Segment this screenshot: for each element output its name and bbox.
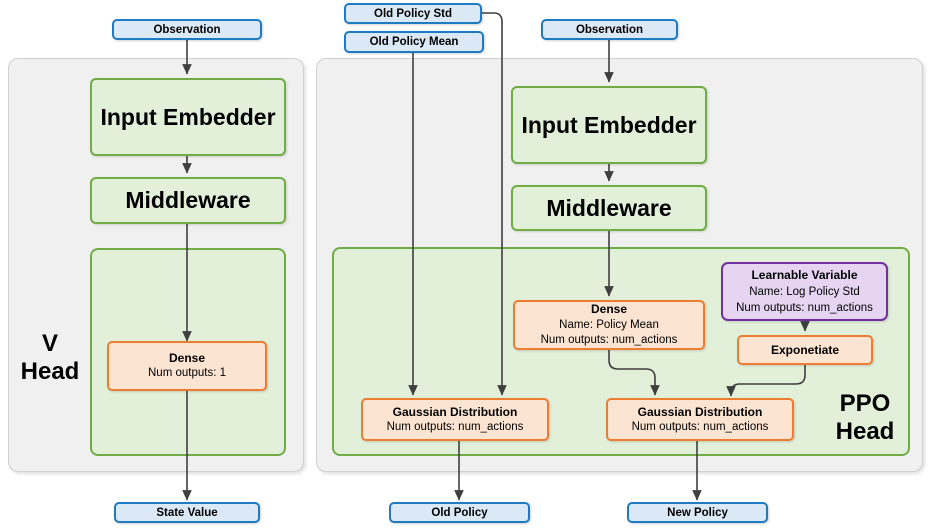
gaussian-new-num-outputs: Num outputs: num_actions xyxy=(631,420,769,433)
gaussian-new-title: Gaussian Distribution xyxy=(637,404,763,419)
wire-dense-policy-mean-to-gaussian-new xyxy=(608,350,660,396)
input-observation-left[interactable]: Observation xyxy=(112,19,262,40)
ppo-head-learnable-variable[interactable]: Learnable Variable Name: Log Policy Std … xyxy=(721,262,888,321)
v-head-label-line2: Head xyxy=(20,357,80,385)
v-head-middleware-label: Middleware xyxy=(125,187,251,213)
v-head-label: V Head xyxy=(14,330,86,385)
ppo-head-label-line2: Head xyxy=(835,417,895,445)
input-old-policy-std-label: Old Policy Std xyxy=(374,7,452,20)
v-head-middleware[interactable]: Middleware xyxy=(90,177,286,224)
v-head-dense-num-outputs: Num outputs: 1 xyxy=(148,367,226,380)
learnable-variable-title: Learnable Variable xyxy=(751,268,858,282)
output-old-policy[interactable]: Old Policy xyxy=(389,502,530,523)
output-new-policy-label: New Policy xyxy=(667,506,728,519)
gaussian-old-title: Gaussian Distribution xyxy=(392,404,518,419)
v-head-dense[interactable]: Dense Num outputs: 1 xyxy=(107,341,267,391)
v-head-dense-title: Dense xyxy=(168,351,206,366)
ppo-head-middleware-label: Middleware xyxy=(546,194,672,221)
ppo-head-gaussian-new[interactable]: Gaussian Distribution Num outputs: num_a… xyxy=(606,398,794,441)
v-head-input-embedder[interactable]: Input Embedder xyxy=(90,78,286,156)
wire-old-policy-std-to-gaussian-old xyxy=(482,12,507,396)
input-observation-right[interactable]: Observation xyxy=(541,19,678,40)
ppo-head-label-line1: PPO xyxy=(839,390,891,417)
ppo-head-gaussian-old[interactable]: Gaussian Distribution Num outputs: num_a… xyxy=(361,398,549,441)
v-head-input-embedder-label: Input Embedder xyxy=(100,103,276,130)
ppo-head-dense-policy-mean[interactable]: Dense Name: Policy Mean Num outputs: num… xyxy=(513,300,705,350)
ppo-head-label: PPO Head xyxy=(820,390,910,445)
ppo-head-dense-name: Name: Policy Mean xyxy=(559,318,659,331)
ppo-head-input-embedder-label: Input Embedder xyxy=(521,111,697,138)
input-old-policy-std[interactable]: Old Policy Std xyxy=(344,3,482,24)
learnable-variable-name: Name: Log Policy Std xyxy=(749,285,860,298)
ppo-head-dense-num-outputs: Num outputs: num_actions xyxy=(540,334,678,347)
ppo-head-exponetiate[interactable]: Exponetiate xyxy=(737,335,873,365)
exponetiate-title: Exponetiate xyxy=(770,342,839,357)
input-old-policy-mean[interactable]: Old Policy Mean xyxy=(344,31,484,53)
input-observation-right-label: Observation xyxy=(575,23,644,36)
wire-exponetiate-to-gaussian-new xyxy=(726,365,806,397)
learnable-variable-num-outputs: Num outputs: num_actions xyxy=(736,301,873,314)
ppo-head-middleware[interactable]: Middleware xyxy=(511,185,707,231)
output-new-policy[interactable]: New Policy xyxy=(627,502,768,523)
ppo-head-dense-title: Dense xyxy=(590,302,628,317)
v-head-label-line1: V xyxy=(41,330,58,357)
input-observation-left-label: Observation xyxy=(153,23,221,36)
input-old-policy-mean-label: Old Policy Mean xyxy=(369,36,459,48)
output-state-value-label: State Value xyxy=(156,506,218,519)
output-state-value[interactable]: State Value xyxy=(114,502,260,523)
output-old-policy-label: Old Policy xyxy=(431,506,488,519)
ppo-head-input-embedder[interactable]: Input Embedder xyxy=(511,86,707,164)
gaussian-old-num-outputs: Num outputs: num_actions xyxy=(386,420,524,433)
